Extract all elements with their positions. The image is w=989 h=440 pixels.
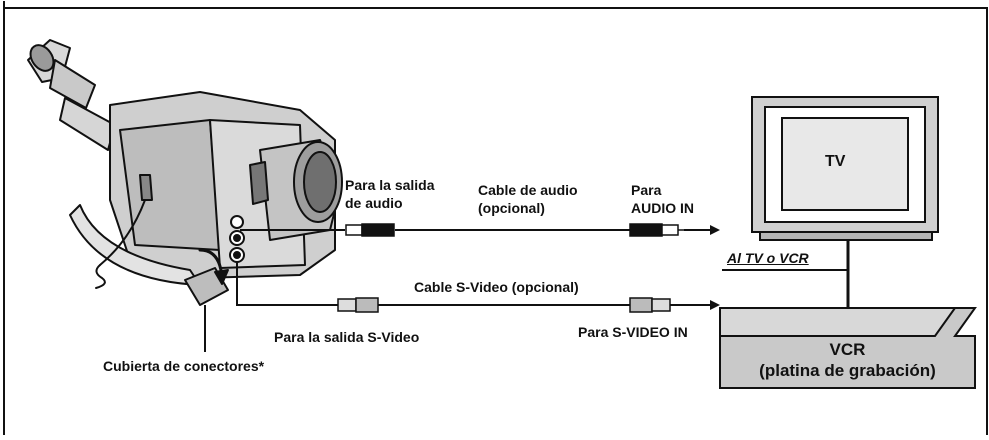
audio-out-label-1: Para la salida [345,177,435,193]
frame [3,1,988,435]
audio-cable-label-2: (opcional) [478,200,545,216]
svideo-plug-icon [337,297,379,313]
audio-plug-icon [629,223,684,237]
tv-icon [751,96,939,241]
svideo-out-label: Para la salida S-Video [274,329,420,345]
audio-in-label-1: Para [631,182,662,198]
to-tv-vcr-label: Al TV o VCR [727,250,809,266]
audio-cable-label-1: Cable de audio [478,182,578,198]
svideo-in-label: Para S-VIDEO IN [578,324,688,340]
svideo-cable [236,262,710,306]
audio-out-label-2: de audio [345,195,403,211]
tv-label: TV [825,153,846,170]
audio-in-label-2: AUDIO IN [631,200,694,216]
vcr-label-2: (platina de grabación) [759,361,936,380]
vcr-label-1: VCR [829,340,866,359]
tv-vcr-link [722,240,850,310]
camcorder-icon [27,39,343,306]
arrow-right-icon [710,300,720,310]
vcr-icon [719,307,977,389]
connector-cover-label: Cubierta de conectores* [103,358,265,374]
audio-plug-icon [345,223,395,237]
svideo-cable-label: Cable S-Video (opcional) [414,279,579,295]
svideo-plug-icon [629,297,671,313]
arrow-right-icon [710,225,720,235]
